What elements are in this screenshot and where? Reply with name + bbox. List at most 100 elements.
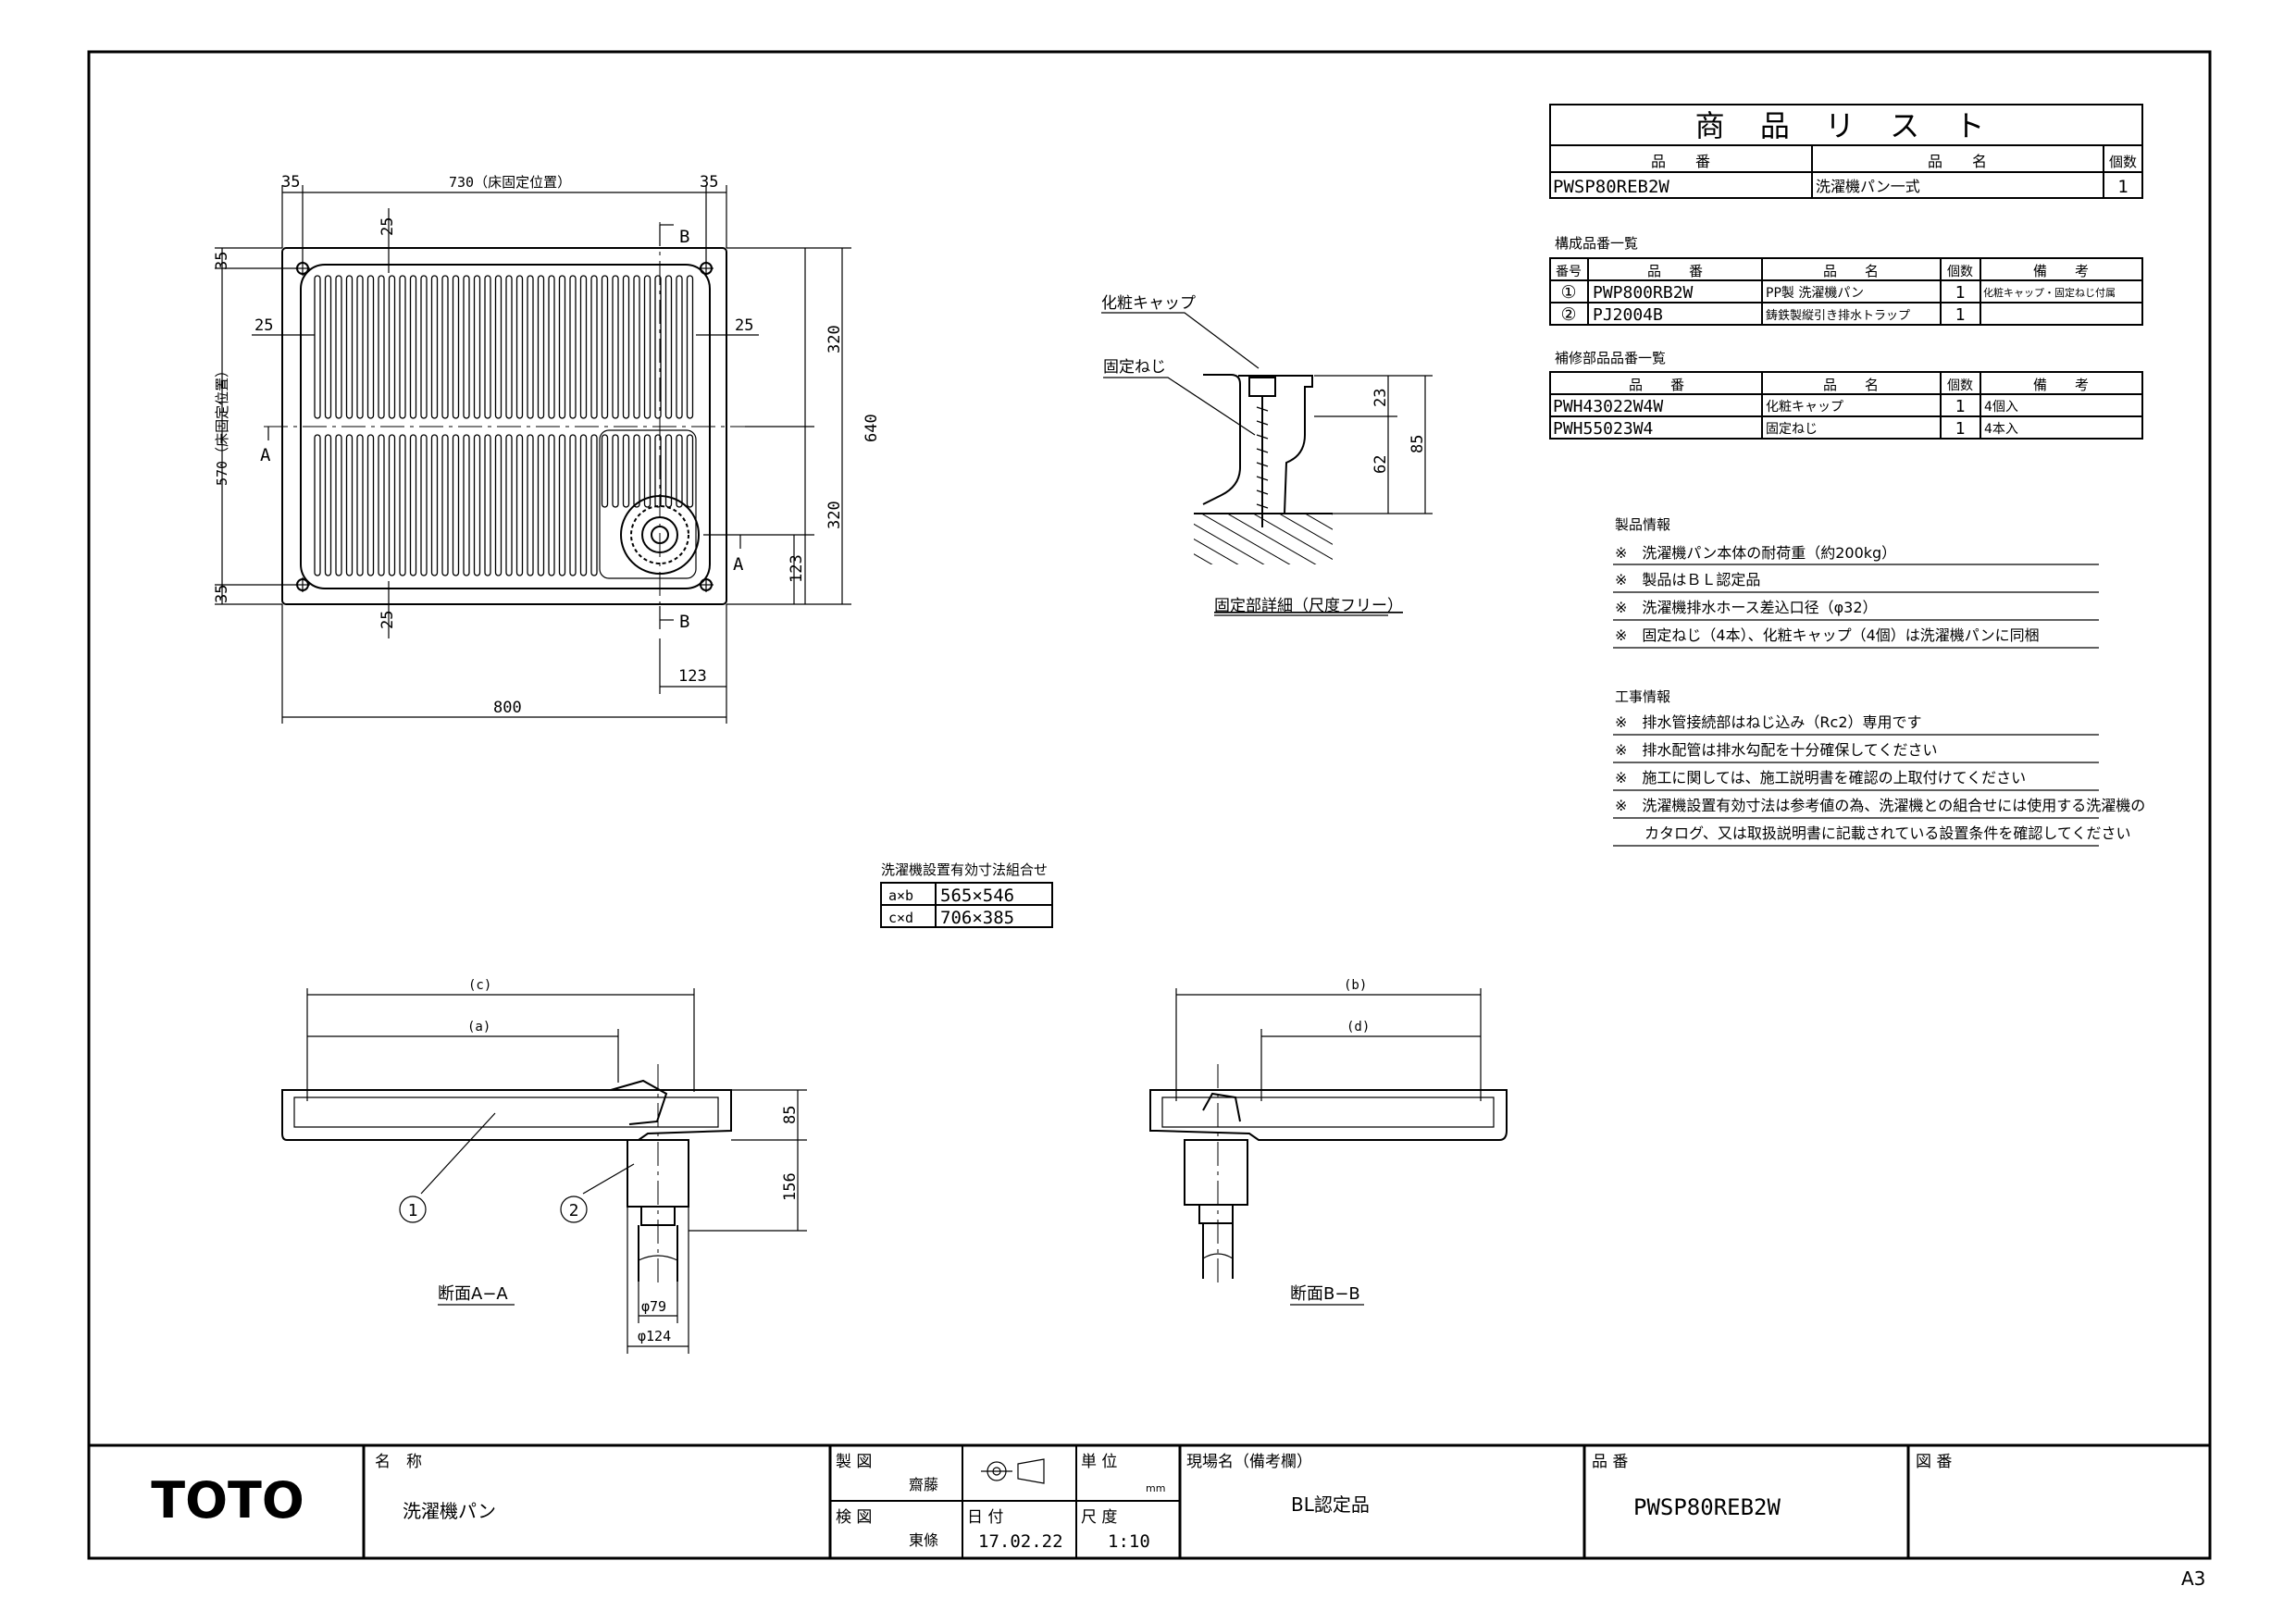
rep-1-qty: 1 [1955,397,1966,416]
aa-caption: 断面A−A [438,1284,508,1304]
comp-1-name: PP製 洗濯機パン [1766,286,1864,301]
projection-symbol-icon [981,1458,1045,1484]
construction-info-1: ※ 排水管接続部はねじ込み（Rc2）専用です [1615,713,1922,731]
dim-drain-h: 123 [678,667,707,686]
construction-info: 工事情報 ※ 排水管接続部はねじ込み（Rc2）専用です ※ 排水配管は排水勾配を… [1613,688,2145,847]
part-label: 品 番 [1592,1453,1628,1471]
comp-1-qty: 1 [1955,283,1966,303]
fixing-caption: 固定部詳細（尺度フリー） [1214,597,1403,615]
comp-2-partno: PJ2004B [1593,305,1663,325]
dim-left-bottom: 35 [213,585,231,603]
comp-h-note: 備 考 [2033,263,2089,279]
comp-h-qty: 個数 [1947,265,1973,279]
bb-pan-profile [1149,1089,1508,1141]
construction-info-3: ※ 施工に関しては、施工説明書を確認の上取付けてください [1615,769,2026,787]
ed-1-val: 565×546 [940,886,1014,906]
bb-dim-b: (b) [1344,978,1367,993]
comp-2-qty: 1 [1955,305,1966,325]
dim-62: 62 [1371,455,1390,474]
name-label: 名 称 [375,1453,422,1471]
checked-label: 検 図 [836,1508,872,1527]
rep-1-note: 4個入 [1984,400,2018,415]
rep-h-name: 品 名 [1823,377,1879,393]
dim-right-overall: 640 [863,414,881,442]
dim-top-right: 35 [700,173,718,192]
effective-dims-title: 洗濯機設置有効寸法組合せ [881,861,1048,878]
bb-dim-d: (d) [1347,1020,1370,1035]
product-info-2: ※ 製品はＢＬ認定品 [1615,571,1760,588]
ed-1-key: a×b [888,887,913,904]
construction-info-title: 工事情報 [1615,688,1670,705]
drawn-label: 製 図 [836,1453,872,1471]
product-info-3: ※ 洗濯機排水ホース差込口径（φ32） [1615,599,1878,616]
comp-2-name: 鋳鉄製縦引き排水トラップ [1766,308,1910,323]
pl-partno: PWSP80REB2W [1553,177,1669,197]
section-aa: (c) (a) 85 156 φ79 φ124 1 2 断面A−A [281,978,807,1354]
name-value: 洗濯機パン [403,1500,496,1522]
section-bb: (b) (d) 断面B−B [1149,978,1508,1306]
drawing-no-label: 図 番 [1916,1453,1952,1471]
pl-h-name: 品 名 [1928,153,1987,170]
section-a-right: A [733,554,744,575]
logo: TOTO [151,1471,304,1530]
comp-1-partno: PWP800RB2W [1593,283,1694,303]
site-label: 現場名（備考欄） [1186,1453,1312,1471]
components-title: 構成品番一覧 [1555,235,1638,252]
date-value: 17.02.22 [978,1531,1063,1552]
comp-h-name: 品 名 [1823,263,1879,279]
product-info-title: 製品情報 [1615,516,1670,533]
rep-2-note: 4本入 [1984,422,2018,437]
rep-2-name: 固定ねじ [1766,422,1818,437]
aa-pan-profile [281,1089,732,1141]
pl-h-qty: 個数 [2109,154,2137,170]
product-info-4: ※ 固定ねじ（4本）、化粧キャップ（4個）は洗濯機パンに同梱 [1615,626,2040,644]
fixing-holes [295,261,714,592]
pl-name: 洗濯機パン一式 [1816,178,1920,195]
unit-value: mm [1146,1482,1165,1494]
rep-h-qty: 個数 [1947,378,1973,393]
construction-info-2: ※ 排水配管は排水勾配を十分確保してください [1615,741,1937,759]
bb-trap [1184,1139,1248,1206]
aa-dim-phi124: φ124 [638,1328,671,1344]
pl-qty: 1 [2117,177,2128,197]
drain-recess [599,429,697,579]
cap-profile [1202,374,1313,514]
rep-h-partno: 品 番 [1629,377,1684,393]
dim-85: 85 [1409,435,1427,453]
site-value: BL認定品 [1291,1493,1370,1516]
pl-h-partno: 品 番 [1651,153,1710,170]
title-block: TOTO 名 称 洗濯機パン 製 図 齋藤 検 図 東條 日 付 17.02.2… [89,1443,2210,1558]
balloon-1: 1 [408,1201,418,1220]
drain-mid [630,505,689,564]
dim-23: 23 [1371,389,1390,407]
plan-view: 35 730（床固定位置） 35 25 25 35 570（床固定位置） 35 … [213,173,881,724]
dim-bottom-inner: 25 [379,611,397,629]
effective-dims-table: 洗濯機設置有効寸法組合せ a×b 565×546 c×d 706×385 [880,861,1053,928]
product-info: 製品情報 ※ 洗濯機パン本体の耐荷重（約200kg） ※ 製品はＢＬ認定品 ※ … [1613,516,2099,649]
aa-dim-phi79: φ79 [641,1298,666,1315]
drawn-by: 齋藤 [909,1476,938,1493]
dim-left-inner: 25 [254,316,273,335]
fixing-detail: 化粧キャップ 固定ねじ 23 62 85 固定部詳細（尺度フリー） [1101,294,1433,616]
rep-1-partno: PWH43022W4W [1553,397,1663,416]
construction-info-5: カタログ、又は取扱説明書に記載されている設置条件を確認してください [1615,824,2130,842]
rep-1-name: 化粧キャップ [1766,400,1843,415]
ed-2-key: c×d [888,910,913,926]
section-a-left: A [260,445,271,465]
balloon-2: 2 [569,1201,579,1220]
comp-h-no: 番号 [1556,265,1582,279]
dim-top-left: 35 [281,173,300,192]
sheet-size: A3 [2181,1567,2205,1590]
dim-left-center: 570（床固定位置） [214,364,230,486]
section-b-bottom: B [679,612,689,632]
comp-h-partno: 品 番 [1647,263,1703,279]
rep-2-qty: 1 [1955,419,1966,439]
dim-right-lower: 320 [825,501,844,529]
label-screw: 固定ねじ [1103,358,1166,377]
aa-dim-85: 85 [781,1106,800,1124]
construction-info-4: ※ 洗濯機設置有効寸法は参考値の為、洗濯機との組合せには使用する洗濯機の [1615,797,2145,814]
date-label: 日 付 [967,1508,1003,1527]
floor-hatch [1194,514,1333,564]
rep-h-note: 備 考 [2033,377,2089,393]
